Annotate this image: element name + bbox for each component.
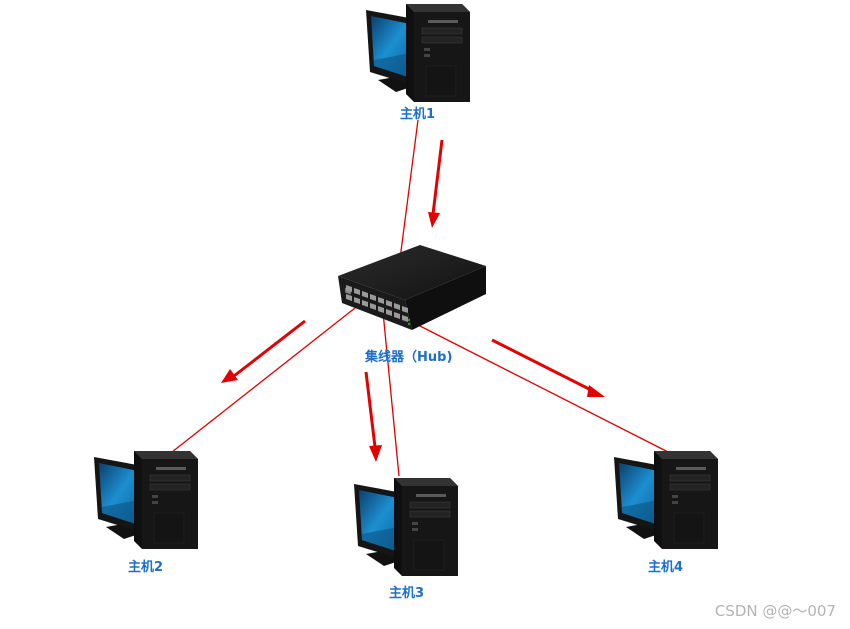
arrow-hub-to-host3 — [364, 371, 382, 462]
link-hub-host2 — [171, 307, 356, 453]
hub-label: 集线器（Hub) — [365, 350, 453, 365]
host2-label: 主机2 — [128, 560, 164, 575]
computer-host4 — [613, 450, 719, 550]
computer-host3 — [353, 477, 459, 577]
arrows — [221, 139, 605, 462]
link-hub-host3 — [382, 311, 400, 477]
watermark: CSDN @@～007 — [714, 602, 836, 620]
link-hub-host4 — [417, 324, 669, 453]
hub-ports — [346, 285, 408, 322]
arrow-host1-to-hub — [428, 139, 444, 228]
computer-host2 — [93, 450, 199, 550]
host4-label: 主机4 — [648, 560, 684, 575]
host1-label: 主机1 — [400, 107, 436, 122]
host3-label: 主机3 — [389, 586, 425, 601]
computer-host1 — [365, 3, 471, 103]
arrow-hub-to-host4 — [491, 338, 605, 397]
arrow-hub-to-host2 — [221, 319, 306, 383]
hub-device — [338, 245, 486, 330]
